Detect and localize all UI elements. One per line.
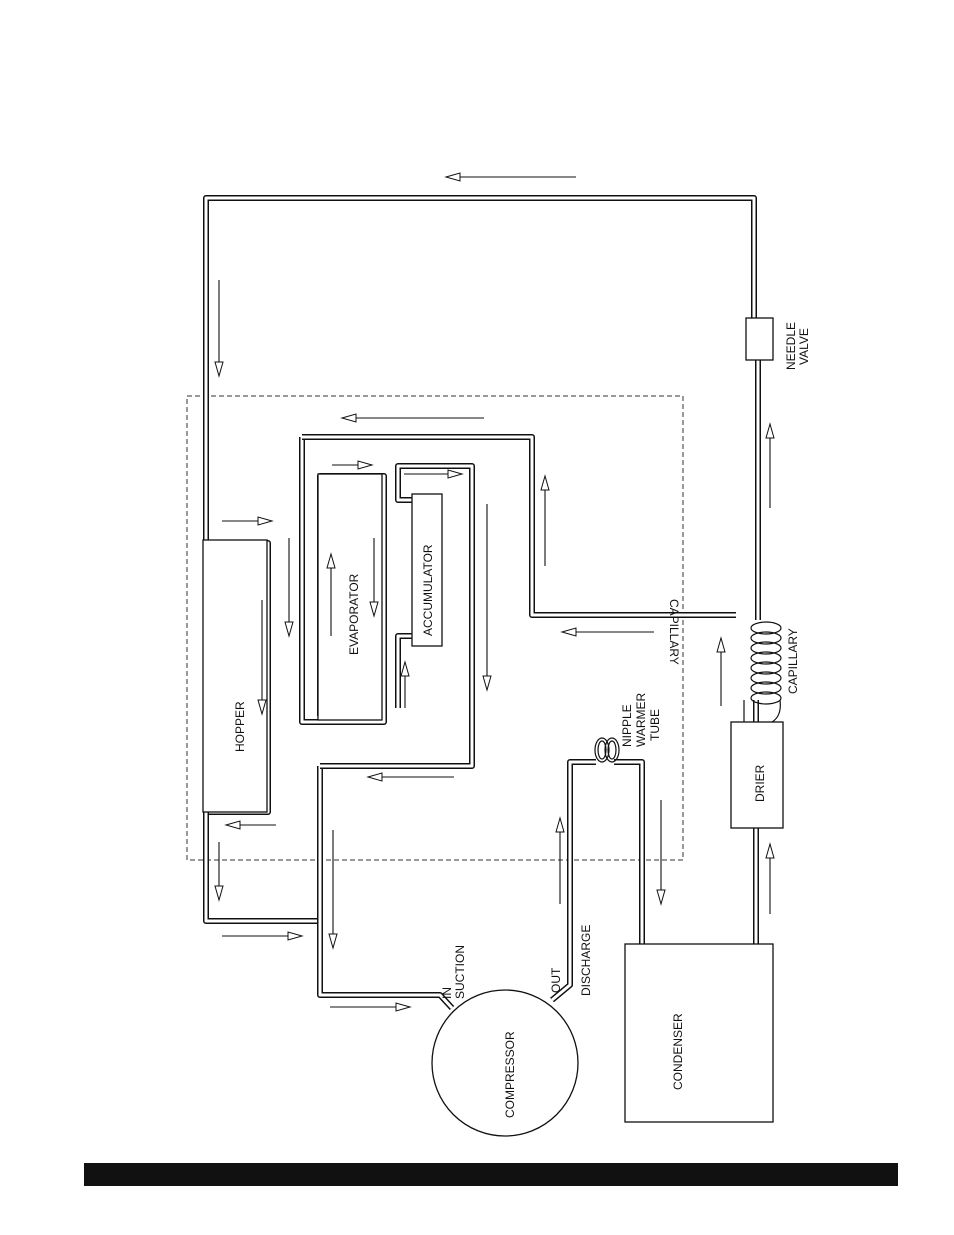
flow-arrows <box>215 173 774 1011</box>
page-footer-bar <box>84 1163 898 1186</box>
needle-valve-box <box>746 318 773 360</box>
flow-arrow-right <box>404 470 462 478</box>
flow-arrow-down <box>285 538 293 636</box>
flow-arrow-up <box>401 662 409 708</box>
capillary-coil <box>744 622 781 722</box>
hopper-box <box>203 540 267 812</box>
needle-valve-label-2: VALVE <box>797 328 811 365</box>
flow-arrow-down <box>329 830 337 948</box>
flow-arrow-right <box>332 461 372 469</box>
accumulator-label: ACCUMULATOR <box>421 544 435 636</box>
flow-arrow-down <box>215 842 223 900</box>
capillary-label-coil: CAPILLARY <box>786 628 800 694</box>
nipple-label-1: NIPPLE <box>620 704 634 747</box>
flow-arrow-right <box>330 1003 410 1011</box>
nipple-label-3: TUBE <box>648 709 662 741</box>
flow-arrow-left <box>342 414 484 422</box>
nipple-warmer-coil <box>595 738 619 762</box>
flow-arrow-right <box>222 932 302 940</box>
flow-arrow-down <box>483 504 491 690</box>
needle-valve-label-1: NEEDLE <box>784 322 798 370</box>
drier-label: DRIER <box>753 764 767 802</box>
hopper-label: HOPPER <box>233 701 247 752</box>
flow-arrow-left <box>368 773 454 781</box>
flow-arrow-left <box>562 628 654 636</box>
suction-in-label: IN <box>440 987 454 999</box>
discharge-out-label: OUT <box>549 967 563 993</box>
condenser-box <box>625 944 773 1122</box>
flow-arrow-right <box>222 517 272 525</box>
capillary-label-top: CAPILLARY <box>667 599 681 665</box>
flow-arrow-up <box>556 818 564 904</box>
flow-arrow-up <box>717 638 725 706</box>
discharge-label: DISCHARGE <box>579 925 593 996</box>
flow-arrow-down <box>215 280 223 376</box>
flow-arrow-up <box>766 424 774 508</box>
nipple-label-2: WARMER <box>634 692 648 747</box>
flow-arrow-up <box>541 476 549 566</box>
compressor-label: COMPRESSOR <box>503 1031 517 1118</box>
flow-arrow-down <box>657 800 665 904</box>
flow-arrow-up <box>766 844 774 914</box>
evaporator-label: EVAPORATOR <box>347 573 361 655</box>
flow-arrow-left <box>446 173 576 181</box>
suction-label: SUCTION <box>453 945 467 999</box>
flow-arrow-left <box>226 821 276 829</box>
condenser-label: CONDENSER <box>671 1013 685 1090</box>
